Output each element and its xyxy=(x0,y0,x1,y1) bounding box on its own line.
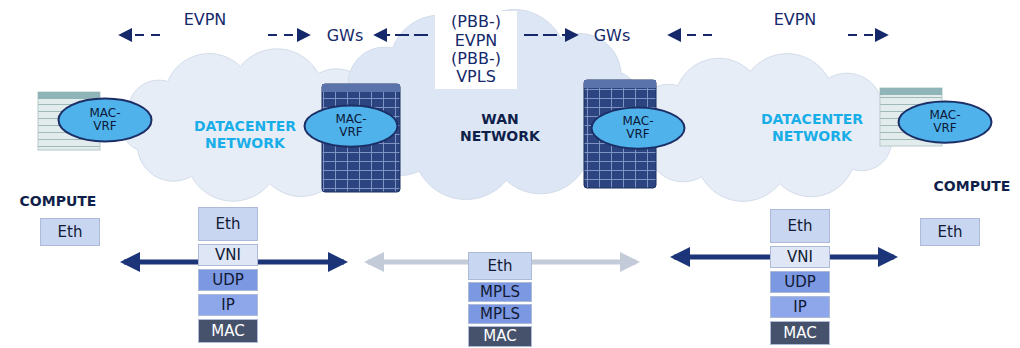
header-name: Eth xyxy=(488,259,513,274)
protocol-label: (PBB-) EVPN (PBB-) VPLS xyxy=(435,11,517,89)
vrf-name: MAC-VRF xyxy=(923,109,967,135)
header-name: IP xyxy=(221,298,234,313)
header-udp: UDP xyxy=(198,269,258,291)
header-vni: VNI xyxy=(770,246,830,268)
gateway-label: GWs xyxy=(327,27,364,45)
mac-vrf-ellipse: MAC-VRF xyxy=(303,104,399,148)
header-name: MPLS xyxy=(480,285,520,300)
header-name: Eth xyxy=(788,219,813,234)
header-name: IP xyxy=(793,300,806,315)
device-label: COMPUTE xyxy=(20,193,97,209)
header-name: Eth xyxy=(216,217,241,232)
header-name: UDP xyxy=(784,275,816,290)
header-mpls: MPLS xyxy=(468,304,532,324)
device-label: COMPUTE xyxy=(934,178,1011,194)
header-udp: UDP xyxy=(770,271,830,293)
mac-vrf-ellipse: MAC-VRF xyxy=(897,100,993,144)
header-name: MAC xyxy=(211,324,244,339)
header-mac: MAC xyxy=(770,321,830,345)
mac-vrf-ellipse: MAC-VRF xyxy=(590,106,686,150)
header-name: VNI xyxy=(215,248,241,263)
ethernet-frame: Eth xyxy=(40,218,100,246)
protocol-label: EVPN xyxy=(774,11,817,29)
header-name: VNI xyxy=(787,250,813,265)
header-name: UDP xyxy=(212,273,244,288)
header-vni: VNI xyxy=(198,244,258,266)
header-name: MAC xyxy=(783,326,816,341)
header-ip: IP xyxy=(198,294,258,316)
header-eth: Eth xyxy=(770,209,830,243)
network-name: DATACENTER NETWORK xyxy=(189,118,301,152)
header-mac: MAC xyxy=(198,319,258,343)
header-mpls: MPLS xyxy=(468,282,532,302)
network-name: DATACENTER NETWORK xyxy=(756,111,868,145)
vrf-name: MAC-VRF xyxy=(83,107,127,133)
header-name: MAC xyxy=(483,329,516,344)
ethernet-frame: Eth xyxy=(920,218,980,246)
vrf-name: MAC-VRF xyxy=(616,115,660,141)
header-eth: Eth xyxy=(468,252,532,280)
network-name: WAN NETWORK xyxy=(450,111,550,145)
header-name: Eth xyxy=(938,225,963,240)
protocol-label: EVPN xyxy=(184,11,227,29)
mac-vrf-ellipse: MAC-VRF xyxy=(57,97,153,143)
vrf-name: MAC-VRF xyxy=(329,113,373,139)
header-mac: MAC xyxy=(468,326,532,347)
header-eth: Eth xyxy=(198,207,258,241)
gateway-label: GWs xyxy=(594,27,631,45)
header-name: Eth xyxy=(58,225,83,240)
header-ip: IP xyxy=(770,296,830,318)
header-name: MPLS xyxy=(480,307,520,322)
